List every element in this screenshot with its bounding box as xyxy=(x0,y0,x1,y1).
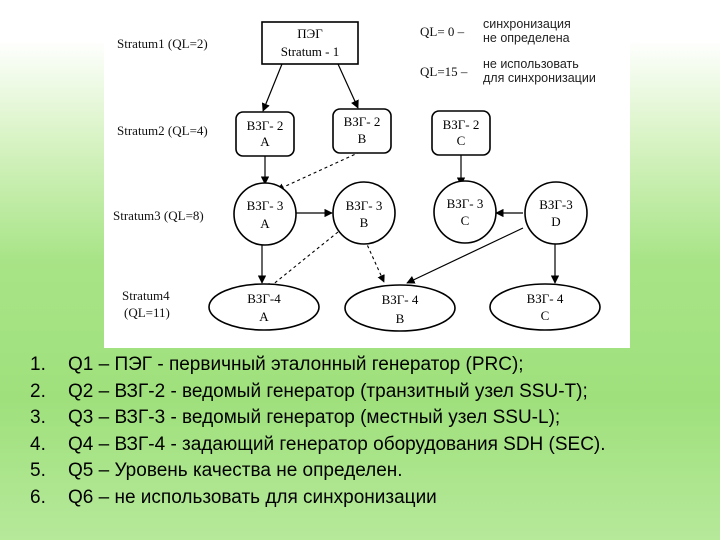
ql15-key: QL=15 – xyxy=(420,64,468,79)
node-sec-c xyxy=(489,283,601,331)
node-sec-b xyxy=(344,284,456,332)
node-ssut-a-line1: ВЗГ- 2 xyxy=(247,118,284,133)
edge-prc-to-ssut-a xyxy=(261,63,283,112)
ql0-key: QL= 0 – xyxy=(420,24,465,39)
legend-item-number: 2. xyxy=(30,380,46,402)
node-ssut-c xyxy=(431,110,491,156)
node-ssul-a-line1: ВЗГ- 3 xyxy=(247,198,284,213)
legend-item-text: Q4 – ВЗГ-4 - задающий генератор оборудов… xyxy=(68,433,606,455)
quality-level-legend: 1. Q1 – ПЭГ - первичный эталонный генерат… xyxy=(30,352,606,511)
node-sec-c-line1: ВЗГ- 4 xyxy=(527,291,564,306)
node-ssut-a xyxy=(235,111,295,157)
node-prc xyxy=(261,21,359,65)
node-ssul-b xyxy=(332,181,396,245)
stratum4-label-line2: (QL=11) xyxy=(124,305,170,320)
legend-item-number: 3. xyxy=(30,407,46,428)
stratum3-label: Stratum3 (QL=8) xyxy=(113,208,204,223)
node-sec-a xyxy=(208,283,320,331)
legend-item-number: 5. xyxy=(30,460,46,481)
node-ssul-c xyxy=(433,180,497,244)
sync-network-diagram: Stratum1 (QL=2) Stratum2 (QL=4) Stratum3… xyxy=(113,17,601,332)
node-sec-b-line1: ВЗГ- 4 xyxy=(382,292,419,307)
legend-item-text: Q5 – Уровень качества не определен. xyxy=(68,460,403,481)
node-ssul-b-line1: ВЗГ- 3 xyxy=(346,198,383,213)
legend-item: 2. Q2 – ВЗГ-2 - ведомый генератор (транзи… xyxy=(30,379,606,406)
legend-item-text: Q6 – не использовать для синхронизации xyxy=(68,486,437,508)
node-sec-a-line2: A xyxy=(259,309,269,324)
stratum2-label: Stratum2 (QL=4) xyxy=(117,123,208,138)
stratum4-label-line1: Stratum4 xyxy=(122,288,170,303)
node-ssut-b-line2: B xyxy=(358,131,367,146)
legend-item: 3. Q3 – ВЗГ-3 - ведомый генератор (местны… xyxy=(30,405,606,432)
node-ssul-b-line2: B xyxy=(360,215,369,230)
node-sec-b-line2: B xyxy=(396,311,405,326)
node-ssul-a xyxy=(233,182,297,246)
node-ssul-c-line2: C xyxy=(461,213,470,228)
legend-item-text: Q3 – ВЗГ-3 - ведомый генератор (местный … xyxy=(68,407,561,428)
ql0-line2: не определена xyxy=(483,31,570,45)
ql0-line1: синхронизация xyxy=(483,17,571,31)
node-ssul-d xyxy=(524,181,588,245)
ql15-line2: для синхронизации xyxy=(483,71,596,85)
stratum1-label: Stratum1 (QL=2) xyxy=(117,36,208,51)
legend-item: 4. Q4 – ВЗГ-4 - задающий генератор оборуд… xyxy=(30,432,606,459)
node-ssul-a-line2: A xyxy=(260,216,270,231)
legend-item: 6. Q6 – не использовать для синхронизации xyxy=(30,485,606,512)
node-prc-line1: ПЭГ xyxy=(297,26,323,41)
legend-item: 5. Q5 – Уровень качества не определен. xyxy=(30,458,606,485)
node-prc-line2: Stratum - 1 xyxy=(281,44,340,59)
edge-prc-to-ssut-b xyxy=(337,63,359,109)
legend-item-text: Q2 – ВЗГ-2 - ведомый генератор (транзитн… xyxy=(68,380,588,402)
node-ssul-d-line1: ВЗГ-3 xyxy=(539,197,573,212)
ql15-line1: не использовать xyxy=(483,57,579,71)
node-ssut-b xyxy=(332,108,392,154)
node-ssut-c-line2: C xyxy=(457,133,466,148)
edge-ssul-b-to-sec-b-dashed xyxy=(364,239,385,283)
legend-item-number: 4. xyxy=(30,433,46,455)
legend-item-number: 6. xyxy=(30,486,46,508)
node-ssul-d-line2: D xyxy=(551,214,560,229)
legend-item-text: Q1 – ПЭГ - первичный эталонный генератор… xyxy=(68,354,524,375)
legend-item: 1. Q1 – ПЭГ - первичный эталонный генерат… xyxy=(30,352,606,379)
edge-ssut-b-to-ssul-a-dashed xyxy=(276,151,361,191)
node-ssut-a-line2: A xyxy=(260,134,270,149)
node-sec-a-line1: ВЗГ-4 xyxy=(247,291,281,306)
node-ssut-c-line1: ВЗГ- 2 xyxy=(443,117,480,132)
edge-ssul-d-to-sec-b xyxy=(406,227,524,284)
node-ssut-b-line1: ВЗГ- 2 xyxy=(344,114,381,129)
legend-item-number: 1. xyxy=(30,354,46,375)
node-ssul-c-line1: ВЗГ- 3 xyxy=(447,196,484,211)
node-sec-c-line2: C xyxy=(541,308,550,323)
